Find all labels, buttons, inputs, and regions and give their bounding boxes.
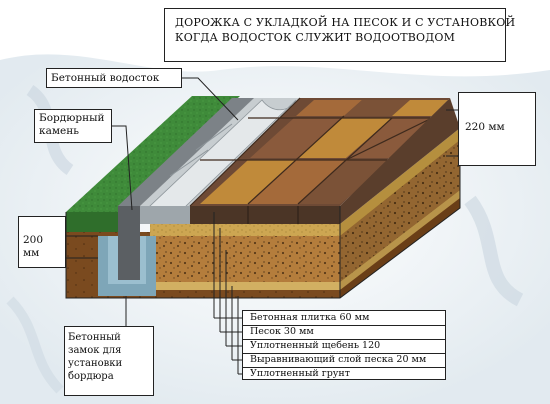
label-lock-line-2: замок для [68,345,122,356]
legend-item-tiles: Бетонная плитка 60 мм [250,312,370,323]
label-curb-line-2: камень [39,125,79,137]
leveling-sand-layer [150,190,460,290]
sand-layer [150,128,460,236]
title-line-1: ДОРОЖКА С УКЛАДКОЙ НА ПЕСОК И С УСТАНОВК… [175,16,516,29]
diagram-title: ДОРОЖКА С УКЛАДКОЙ НА ПЕСОК И С УСТАНОВК… [164,8,516,62]
label-concrete-lock: Бетонный замок для установки бордюра [64,326,154,396]
label-depth-200-value: 200 [23,234,44,246]
layers-legend: Бетонная плитка 60 мм Песок 30 мм Уплотн… [242,310,446,380]
label-lock-line-4: бордюра [68,371,114,382]
label-depth-200-unit: мм [23,247,40,259]
label-depth-200: 200 мм [18,216,66,268]
legend-divider [243,353,445,354]
label-lock-line-1: Бетонный [68,332,121,343]
legend-item-compacted-soil: Уплотненный грунт [250,368,350,379]
label-height-220: 220 мм [458,92,536,166]
title-line-2: КОГДА ВОДОСТОК СЛУЖИТ ВОДООТВОДОМ [175,31,456,44]
legend-item-crushed-stone: Уплотненный щебень 120 [250,340,381,351]
legend-divider [243,367,445,368]
crushed-stone-layer [150,140,460,282]
label-concrete-gutter: Бетонный водосток [46,68,182,88]
callout-lines [66,77,458,375]
concrete-gutter [140,98,300,224]
label-curb-line-1: Бордюрный [39,112,105,124]
label-curb-stone: Бордюрный камень [34,109,112,143]
legend-item-leveling-sand: Выравнивающий слой песка 20 мм [250,354,427,365]
diagram-outline [65,98,461,299]
label-lock-line-3: установки [68,358,123,369]
legend-item-sand: Песок 30 мм [250,326,314,337]
legend-divider [243,325,445,326]
legend-divider [243,339,445,340]
grass-strip [66,96,240,232]
paving-tiles [189,97,460,224]
